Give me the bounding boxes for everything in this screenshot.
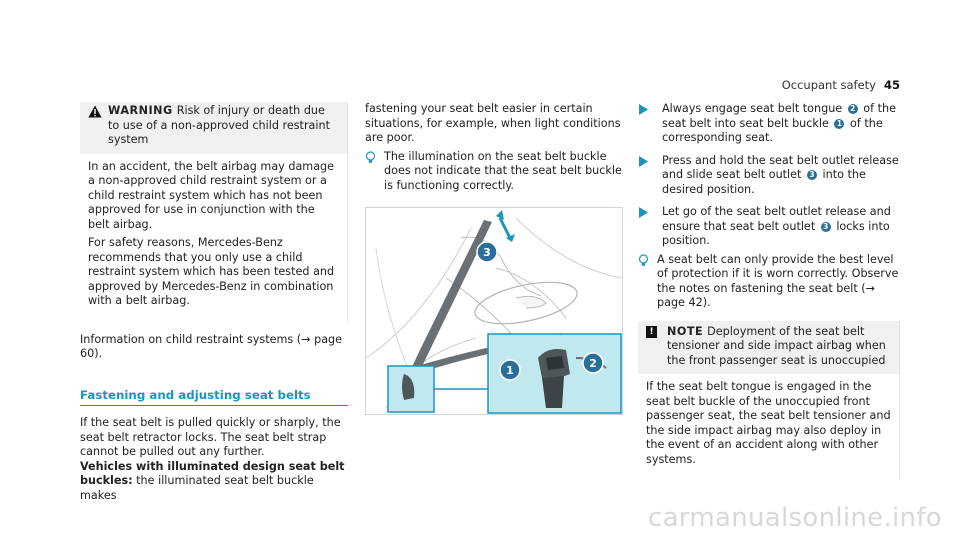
header-section: Occupant safety 45 [782,78,900,93]
vehicles-text: the illuminated seat belt buckle makes [80,474,314,502]
warning-body: In an accident, the belt airbag may dama… [80,154,347,321]
step-arrow-icon [638,207,650,249]
exclamation-icon: ! [646,325,657,338]
info-illumination-text: The illumination on the seat belt buckle… [384,149,622,192]
callout-ref-3: 3 [807,170,817,180]
callout-ref-3: 3 [820,221,831,232]
section-heading: Fastening and adjusting seat belts [80,388,348,406]
step-arrow-icon [638,104,650,146]
step-slide-outlet: Press and hold the seat belt outlet rele… [638,154,900,198]
section-title: Occupant safety [781,78,876,92]
vehicles-paragraph: Vehicles with illuminated design seat be… [80,460,348,504]
info-illumination: The illumination on the seat belt buckle… [365,150,623,194]
warning-paragraph-2: For safety reasons, Mercedes-Benz recomm… [88,236,335,307]
warning-keyword: WARNING [108,104,173,117]
watermark: carmanualsonline.info [647,502,942,533]
callout-3: 3 [483,246,491,259]
seat-belt-figure: 3 1 2 [365,207,623,415]
page-number: 45 [883,78,900,92]
column-right: Always engage seat belt tongue 2 of the … [638,102,900,479]
retractor-paragraph: If the seat belt is pulled quickly or sh… [80,416,341,458]
callout-2: 2 [589,357,597,370]
step-2-text: Press and hold the seat belt outlet rele… [662,153,899,196]
callout-ref-1: 1 [834,118,845,129]
info-protection-text: A seat belt can only provide the best le… [657,252,899,310]
note-title: Deployment of the seat belt tensioner an… [667,324,886,367]
page-header: Occupant safety 45 [0,78,960,94]
step-engage-tongue: Always engage seat belt tongue 2 of the … [638,102,900,146]
step-arrow-icon [638,155,650,198]
column-middle: fastening your seat belt easier in certa… [365,102,623,415]
warning-title: Risk of injury or death due to use of a … [108,104,330,146]
step-1-text: Always engage seat belt tongue 2 of the … [662,102,897,144]
warning-triangle-icon [88,105,104,148]
info-protection: A seat belt can only provide the best le… [638,253,900,311]
child-restraint-reference[interactable]: Information on child restraint systems (… [80,332,343,361]
vehicles-bold: Vehicles with illuminated design seat be… [80,459,345,488]
info-lightbulb-icon [365,150,377,194]
note-body: If the seat belt tongue is engaged in th… [638,374,899,479]
info-lightbulb-icon [638,253,650,311]
step-release-outlet: Let go of the seat belt outlet release a… [638,205,900,249]
step-3-text: Let go of the seat belt outlet release a… [662,205,891,247]
warning-paragraph-1: In an accident, the belt airbag may dama… [88,159,335,231]
note-keyword: NOTE [667,324,704,338]
note-paragraph: If the seat belt tongue is engaged in th… [646,380,891,466]
callout-1: 1 [506,364,514,377]
callout-ref-2: 2 [847,104,858,114]
continued-paragraph: fastening your seat belt easier in certa… [365,102,621,144]
